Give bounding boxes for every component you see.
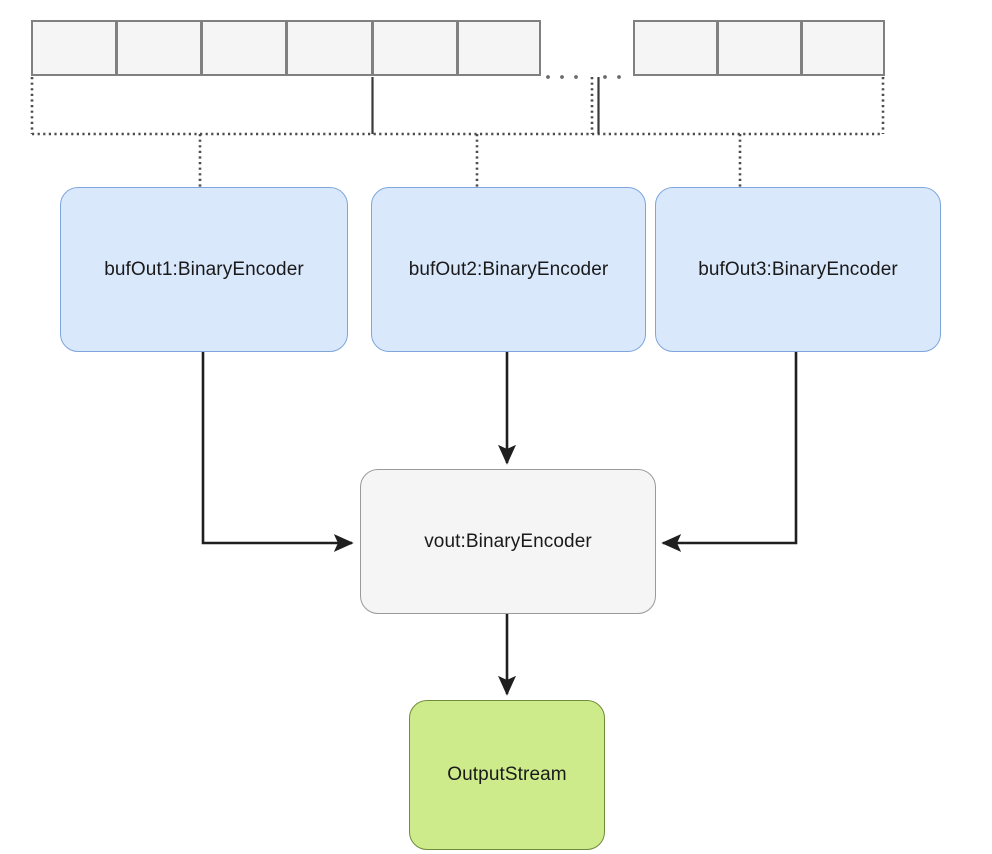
edge-bufout1-to-vout xyxy=(201,352,354,553)
buffer-cell[interactable] xyxy=(286,20,373,76)
buffer-cell[interactable] xyxy=(633,20,718,76)
buffer-ellipsis xyxy=(546,75,621,79)
bracket-drop-lines xyxy=(198,134,742,188)
node-bufout2-label: bufOut2:BinaryEncoder xyxy=(408,258,609,280)
node-bufout1[interactable]: bufOut1:BinaryEncoder xyxy=(60,187,348,352)
node-outputstream[interactable]: OutputStream xyxy=(409,700,605,850)
node-bufout2[interactable]: bufOut2:BinaryEncoder xyxy=(371,187,646,352)
edge-bufout3-to-vout xyxy=(661,352,798,553)
buffer-group-divider xyxy=(371,77,600,134)
buffer-cell[interactable] xyxy=(116,20,202,76)
node-bufout1-label: bufOut1:BinaryEncoder xyxy=(104,258,304,280)
node-vout-label: vout:BinaryEncoder xyxy=(424,530,592,552)
buffer-cell[interactable] xyxy=(717,20,802,76)
node-bufout3[interactable]: bufOut3:BinaryEncoder xyxy=(655,187,941,352)
node-bufout3-label: bufOut3:BinaryEncoder xyxy=(698,258,898,280)
buffer-cell[interactable] xyxy=(201,20,287,76)
buffer-bracket xyxy=(30,77,885,136)
node-vout[interactable]: vout:BinaryEncoder xyxy=(360,469,656,614)
buffer-cell[interactable] xyxy=(801,20,885,76)
node-outputstream-label: OutputStream xyxy=(447,764,567,786)
buffer-cell[interactable] xyxy=(31,20,117,76)
buffer-cell[interactable] xyxy=(372,20,458,76)
buffer-cell[interactable] xyxy=(457,20,541,76)
